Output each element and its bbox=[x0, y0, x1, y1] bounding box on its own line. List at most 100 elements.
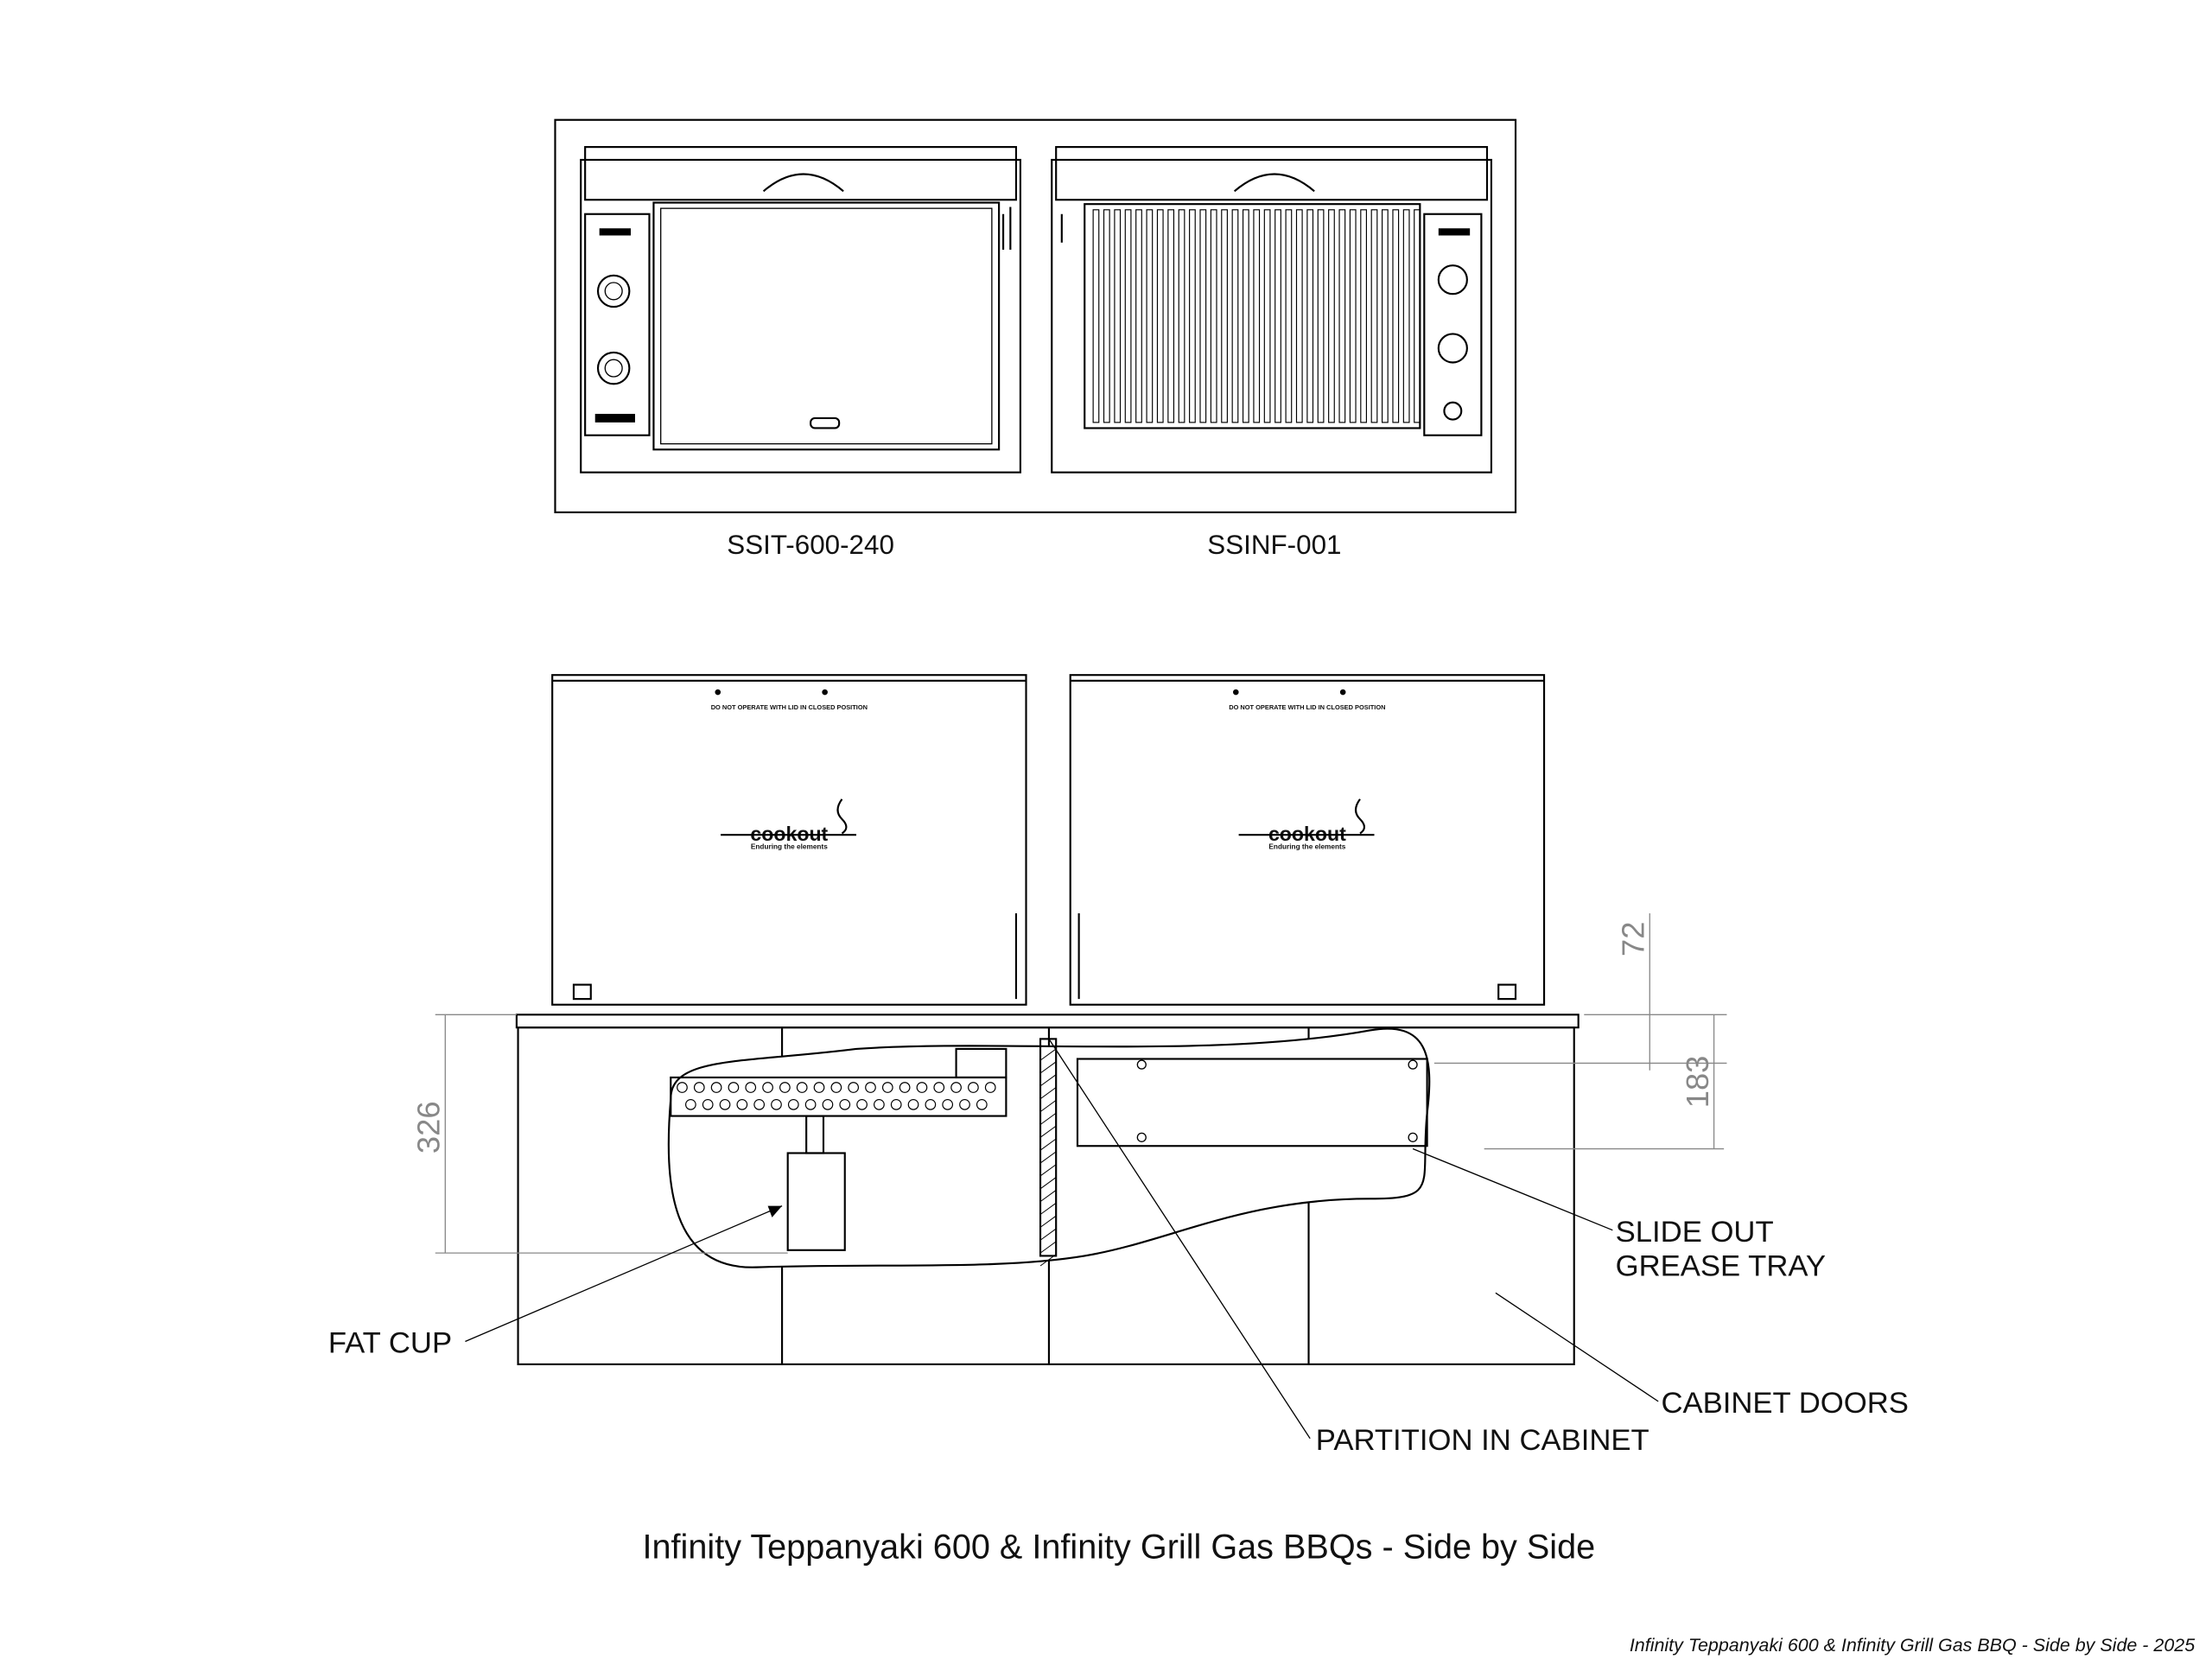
hatch-line bbox=[1039, 1241, 1057, 1254]
grate-bar bbox=[1402, 209, 1410, 423]
perforation bbox=[874, 1098, 885, 1110]
knob-icon[interactable] bbox=[596, 274, 631, 308]
grate-bar bbox=[1414, 209, 1421, 423]
burner-tray bbox=[670, 1076, 1007, 1117]
footer-text: Infinity Teppanyaki 600 & Infinity Grill… bbox=[1630, 1635, 2195, 1656]
front-view: DO NOT OPERATE WITH LID IN CLOSED POSITI… bbox=[328, 674, 1909, 1457]
grate-bar bbox=[1392, 209, 1400, 423]
perforation bbox=[933, 1082, 945, 1093]
logo-tagline: Enduring the elements bbox=[1268, 843, 1345, 851]
perforation bbox=[890, 1098, 902, 1110]
perforation bbox=[856, 1098, 868, 1110]
grate-bar bbox=[1124, 209, 1132, 423]
grate-bar bbox=[1156, 209, 1164, 423]
grate-bar bbox=[1210, 209, 1217, 423]
perforation bbox=[916, 1082, 928, 1093]
callout-slide-out-1: SLIDE OUT bbox=[1616, 1216, 1774, 1249]
perforation bbox=[984, 1082, 996, 1093]
knob-icon[interactable] bbox=[1437, 333, 1468, 364]
grate-bar bbox=[1285, 209, 1293, 423]
right-model-label: SSINF-001 bbox=[1207, 530, 1341, 560]
grate-bar bbox=[1306, 209, 1314, 423]
dimension-326: 326 bbox=[411, 1014, 788, 1254]
grate-bar bbox=[1114, 209, 1122, 423]
perforation bbox=[968, 1082, 979, 1093]
dimension-72: 72 bbox=[1433, 913, 1727, 1071]
perforation bbox=[728, 1082, 740, 1093]
hatch-line bbox=[1039, 1164, 1057, 1177]
hatch-line bbox=[1039, 1087, 1057, 1100]
hatch-line bbox=[1039, 1125, 1057, 1138]
grate-bar bbox=[1199, 209, 1207, 423]
fat-cup bbox=[786, 1152, 846, 1251]
handle-icon bbox=[1233, 173, 1315, 193]
perforation bbox=[762, 1082, 773, 1093]
hatch-line bbox=[1039, 1061, 1057, 1074]
grate-bar bbox=[1221, 209, 1228, 423]
hatch-line bbox=[1039, 1074, 1057, 1087]
perforation bbox=[881, 1082, 893, 1093]
teppanyaki-top bbox=[580, 146, 1021, 474]
perforation bbox=[907, 1098, 919, 1110]
grate-bar bbox=[1231, 209, 1239, 423]
grate-bar bbox=[1328, 209, 1335, 423]
perforation bbox=[736, 1098, 748, 1110]
grate-bar bbox=[1263, 209, 1271, 423]
logo: cookout bbox=[1268, 823, 1346, 845]
perforation bbox=[779, 1082, 791, 1093]
perforation bbox=[719, 1098, 731, 1110]
callout-cabinet-doors: CABINET DOORS bbox=[1661, 1387, 1908, 1420]
dimension-326-label: 326 bbox=[411, 1101, 447, 1154]
countertop bbox=[515, 1014, 1580, 1029]
perforation bbox=[771, 1098, 782, 1110]
perforation bbox=[813, 1082, 825, 1093]
grate-bar bbox=[1274, 209, 1281, 423]
left-model-label: SSIT-600-240 bbox=[727, 530, 894, 560]
control-panel bbox=[1423, 213, 1483, 436]
handle-icon bbox=[762, 173, 844, 193]
lid-warning: DO NOT OPERATE WITH LID IN CLOSED POSITI… bbox=[1229, 703, 1385, 711]
grate-bar bbox=[1253, 209, 1261, 423]
top-view-frame bbox=[554, 118, 1517, 514]
hatch-line bbox=[1039, 1190, 1057, 1203]
perforation bbox=[753, 1098, 766, 1110]
logo-tagline: Enduring the elements bbox=[751, 843, 828, 851]
grate-bar bbox=[1092, 209, 1100, 423]
igniter-icon[interactable] bbox=[1443, 401, 1463, 421]
perforation bbox=[925, 1098, 937, 1110]
knob-icon[interactable] bbox=[1437, 264, 1468, 296]
cabinet bbox=[517, 1027, 1575, 1366]
perforation bbox=[822, 1098, 834, 1110]
drawing-title: Infinity Teppanyaki 600 & Infinity Grill… bbox=[643, 1529, 1596, 1567]
grate-bar bbox=[1360, 209, 1367, 423]
logo: cookout bbox=[750, 823, 828, 845]
perforation bbox=[865, 1082, 876, 1093]
dimension-72-label: 72 bbox=[1616, 922, 1651, 957]
hatch-line bbox=[1039, 1138, 1057, 1151]
perforation bbox=[830, 1082, 842, 1093]
grill-grate bbox=[1084, 203, 1421, 429]
grate-bar bbox=[1349, 209, 1357, 423]
perforation bbox=[745, 1082, 757, 1093]
callout-fat-cup: FAT CUP bbox=[328, 1327, 452, 1360]
hatch-line bbox=[1039, 1048, 1057, 1061]
callout-partition: PARTITION IN CABINET bbox=[1316, 1424, 1649, 1457]
hatch-line bbox=[1039, 1215, 1057, 1228]
hatch-line bbox=[1039, 1151, 1057, 1164]
top-view: SSIT-600-240 SSINF-001 bbox=[554, 118, 1517, 560]
hatch-line bbox=[1039, 1112, 1057, 1125]
hatch-line bbox=[1039, 1228, 1057, 1241]
grate-bar bbox=[1189, 209, 1196, 423]
grate-bar bbox=[1370, 209, 1378, 423]
knob-icon[interactable] bbox=[596, 351, 631, 385]
lid-bar bbox=[1055, 146, 1489, 201]
grease-tray[interactable] bbox=[1076, 1058, 1428, 1147]
teppanyaki-plate bbox=[652, 201, 1001, 451]
infinity-grill-top bbox=[1051, 146, 1493, 474]
hatch-line bbox=[1039, 1177, 1057, 1190]
perforation bbox=[899, 1082, 911, 1093]
grate-bar bbox=[1338, 209, 1346, 423]
callout-slide-out-2: GREASE TRAY bbox=[1616, 1250, 1826, 1283]
lid-warning: DO NOT OPERATE WITH LID IN CLOSED POSITI… bbox=[711, 703, 868, 711]
